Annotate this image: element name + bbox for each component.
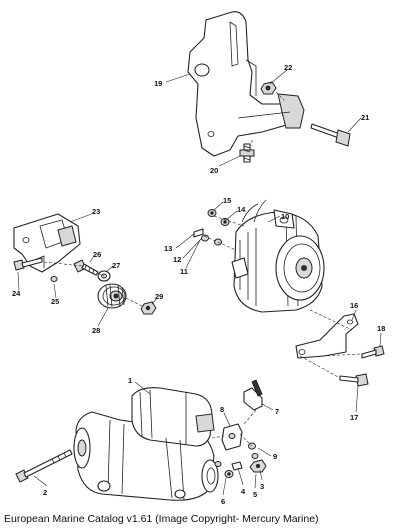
callout-10: 10 [281, 212, 289, 221]
hardware-3-6-9 [214, 442, 267, 478]
bolt-24 [13, 257, 43, 271]
callout-14: 14 [237, 205, 246, 214]
image-caption: European Marine Catalog v1.61 (Image Cop… [4, 513, 319, 525]
callout-4: 4 [241, 487, 246, 496]
nut-29 [140, 301, 157, 315]
upper-mounting-bracket [187, 11, 305, 157]
callout-labels: 1 2 3 4 5 6 7 8 9 10 11 12 13 14 15 16 1… [12, 63, 385, 506]
stud-20 [239, 143, 255, 163]
callout-7: 7 [275, 407, 279, 416]
callout-15: 15 [223, 196, 231, 205]
callout-9: 9 [273, 452, 277, 461]
callout-11: 11 [180, 267, 188, 276]
callout-29: 29 [155, 292, 163, 301]
nut-22 [260, 81, 277, 95]
callout-21: 21 [361, 113, 369, 122]
callout-5: 5 [253, 490, 257, 499]
callout-12: 12 [173, 255, 181, 264]
callout-20: 20 [210, 166, 218, 175]
bolt-2 [15, 449, 73, 483]
bolt-18 [361, 345, 385, 359]
starter-motor [73, 387, 219, 501]
callout-1: 1 [128, 376, 132, 385]
washer-25 [50, 276, 58, 282]
callout-13: 13 [164, 244, 172, 253]
callout-25: 25 [51, 297, 59, 306]
callout-18: 18 [377, 324, 385, 333]
leader-lines [17, 69, 382, 496]
solenoid-bracket-8 [221, 423, 243, 451]
callout-2: 2 [43, 488, 47, 497]
callout-22: 22 [284, 63, 292, 72]
bolt-26 [73, 259, 99, 276]
callout-16: 16 [350, 301, 358, 310]
callout-24: 24 [12, 289, 21, 298]
bolt-17 [339, 373, 369, 387]
alternator [231, 199, 325, 313]
terminal-boot-7 [243, 379, 263, 411]
callout-28: 28 [92, 326, 100, 335]
callout-8: 8 [220, 405, 224, 414]
hardware-11-15 [193, 209, 230, 246]
pulley-28 [97, 283, 127, 309]
callout-26: 26 [93, 250, 101, 259]
callout-3: 3 [260, 482, 264, 491]
callout-6: 6 [221, 497, 225, 506]
alignment-lines [43, 91, 363, 447]
callout-17: 17 [350, 413, 358, 422]
bolt-21 [310, 123, 351, 147]
lower-bracket-16 [295, 313, 359, 359]
callout-27: 27 [112, 261, 120, 270]
callout-19: 19 [154, 79, 162, 88]
callout-23: 23 [92, 207, 100, 216]
